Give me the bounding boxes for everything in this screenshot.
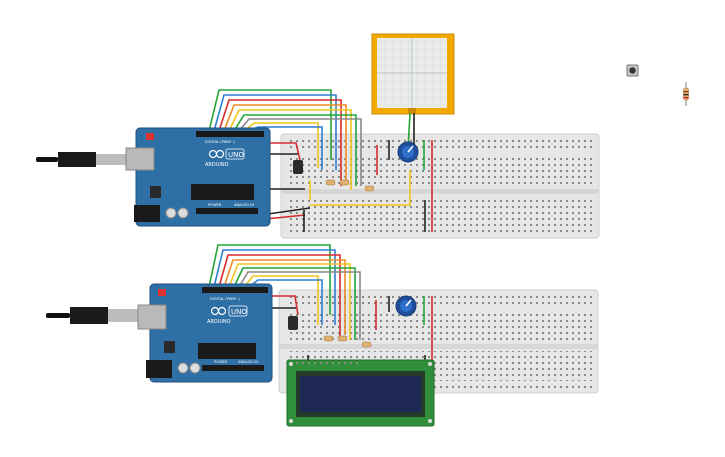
power-label-bottom: POWER [214,360,228,364]
usb-cable-top [36,152,126,167]
arduino-board-bottom[interactable]: ARDUINO UNO DIGITAL (PWM~) POWER ANALOG … [137,283,273,383]
arduino-label-bottom: ARDUINO [207,319,231,325]
oscilloscope[interactable] [371,33,455,115]
uno-label-top: UNO [228,151,244,159]
sensor-chip-top[interactable] [293,160,303,174]
lcd-display[interactable] [286,359,435,427]
resistors-bottom [323,335,372,348]
power-label-top: POWER [208,203,222,207]
digital-label-bottom: DIGITAL (PWM~) [210,297,240,301]
sensor-chip-bottom[interactable] [288,316,298,330]
usb-cable-bottom [46,307,138,324]
arduino-board-top[interactable]: ARDUINO UNO DIGITAL (PWM~) POWER ANALOG … [125,127,271,227]
resistors-top [325,179,375,192]
analog-label-bottom: ANALOG IN [238,360,258,364]
uno-label-bottom: UNO [231,308,247,316]
analog-label-top: ANALOG IN [234,203,254,207]
breadboard-top[interactable] [280,133,600,239]
pushbutton[interactable] [626,64,639,77]
digital-label-top: DIGITAL (PWM~) [205,140,235,144]
resistor[interactable] [683,82,689,106]
potentiometer-bottom[interactable] [395,295,417,317]
arduino-label-top: ARDUINO [205,162,229,168]
potentiometer-top[interactable] [397,141,419,163]
